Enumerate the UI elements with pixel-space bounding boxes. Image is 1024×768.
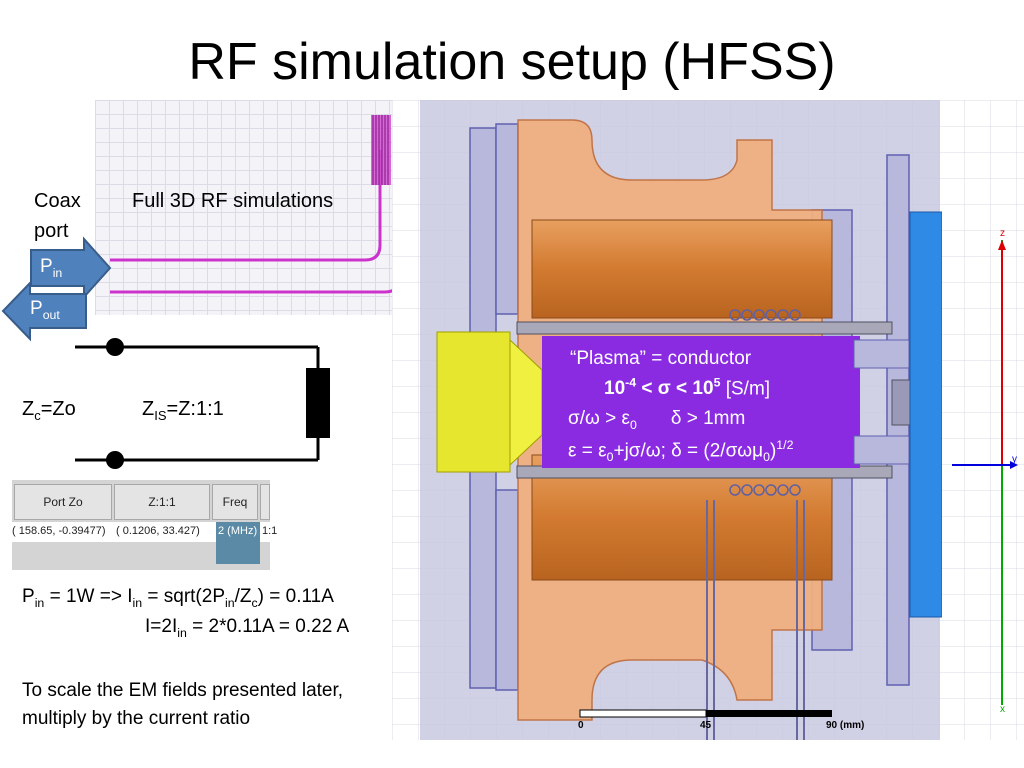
axis-y-label: y xyxy=(1012,454,1017,465)
eq1-p-sub: in xyxy=(34,595,45,610)
table-row: ( 158.65, -0.39477) ( 0.1206, 33.427) 2 … xyxy=(12,522,277,542)
circuit-schematic xyxy=(75,338,330,469)
plasma-line1: “Plasma” = conductor xyxy=(570,348,752,369)
table-selected-cell xyxy=(216,542,260,564)
plasma-line2-exp2: 5 xyxy=(713,376,721,390)
plasma-line4-a: ε = ε xyxy=(568,440,607,462)
eq1-d: ) = 0.11A xyxy=(257,586,334,607)
plasma-line2-a: 10 xyxy=(604,378,626,400)
p-in-base: P xyxy=(40,256,53,277)
table-cell-extra: 1:1 xyxy=(262,525,278,537)
eq1-a: = 1W => I xyxy=(44,586,133,607)
coax-render xyxy=(95,100,420,315)
table-cell-port-zo: ( 158.65, -0.39477) xyxy=(12,525,106,537)
power-equation: Pin = 1W => Iin = sqrt(2Pin/Zc) = 0.11A xyxy=(22,584,334,616)
coax-label-line1: Coax xyxy=(34,190,81,212)
hfss-simulation-render: “Plasma” = conductor 10-4 < σ < 105 [S/m… xyxy=(392,100,1024,740)
coax-label-line2: port xyxy=(34,220,69,242)
plasma-line3: σ/ω > ε0 δ > 1mm xyxy=(568,408,745,432)
scale-tick-90: 90 (mm) xyxy=(826,720,865,731)
plasma-region xyxy=(542,336,860,468)
plasma-line4-b: +jσ/ω; δ = (2/σωμ xyxy=(613,440,764,462)
resistor-label-base: Z xyxy=(283,392,300,402)
plasma-line2-b: < σ < 10 xyxy=(636,378,714,400)
eq2-sub: in xyxy=(177,625,187,640)
parameter-table: Port Zo Z:1:1 Freq ( 158.65, -0.39477) (… xyxy=(12,480,277,570)
table-cell-freq[interactable]: 2 (MHz) xyxy=(216,522,260,542)
table-header-port-zo[interactable]: Port Zo xyxy=(14,484,112,520)
copper-upper-block xyxy=(531,219,833,319)
zis-base: Z xyxy=(142,398,155,420)
zis-label: ZIS=Z:1:1 xyxy=(142,394,224,431)
p-in-sub: in xyxy=(52,265,63,280)
resistor-label-sub: IS xyxy=(279,401,291,412)
zc-base: Z xyxy=(22,398,35,420)
blue-plate xyxy=(909,211,943,618)
p-out-label: Pout xyxy=(30,298,60,322)
scaling-note-line2: multiply by the current ratio xyxy=(22,708,251,729)
zis-value: =Z:1:1 xyxy=(166,398,224,420)
table-header-freq[interactable]: Freq xyxy=(212,484,258,520)
resistor-label: ZIS xyxy=(280,392,300,412)
plasma-line2-exp1: -4 xyxy=(625,376,637,390)
zc-sub: c xyxy=(34,408,41,423)
table-cell-z11: ( 0.1206, 33.427) xyxy=(116,525,200,537)
plasma-line4: ε = ε0+jσ/ω; δ = (2/σωμ0)1/2 xyxy=(568,438,793,464)
eq2-b: = 2*0.11A = 0.22 A xyxy=(186,616,350,637)
table-header-extra xyxy=(260,484,270,520)
eq1-zc-sub: c xyxy=(251,595,258,610)
eq1-p: P xyxy=(22,586,35,607)
zc-value: =Zo xyxy=(40,398,76,420)
eq1-c: /Z xyxy=(234,586,252,607)
simulation-geometry xyxy=(392,100,1024,740)
scale-tick-0: 0 xyxy=(578,720,584,731)
zis-sub: IS xyxy=(154,408,167,423)
axis-x-label: x xyxy=(1000,704,1005,715)
yellow-port xyxy=(436,331,511,473)
eq1-i-sub: in xyxy=(132,595,143,610)
eq1-b: = sqrt(2P xyxy=(142,586,225,607)
current-equation: I=2Iin = 2*0.11A = 0.22 A xyxy=(145,614,349,646)
p-out-arrow-icon xyxy=(1,280,87,342)
scaling-note-line1: To scale the EM fields presented later, xyxy=(22,680,344,701)
simulation-label: Full 3D RF simulations xyxy=(132,190,334,212)
plasma-line2-c: [S/m] xyxy=(720,378,771,400)
plasma-line4-c: ) xyxy=(769,440,777,462)
coil-icon xyxy=(371,115,391,185)
zc-label: Zc=Zo xyxy=(22,394,76,431)
resistor-icon xyxy=(306,368,330,438)
table-header-z11[interactable]: Z:1:1 xyxy=(114,484,210,520)
axis-triad xyxy=(952,240,1018,705)
plasma-line3-b: δ > 1mm xyxy=(670,408,746,429)
scale-tick-45: 45 xyxy=(700,720,712,731)
p-out-sub: out xyxy=(42,307,60,322)
p-in-arrow-icon xyxy=(30,236,112,300)
p-out-base: P xyxy=(30,298,43,319)
plasma-line3-sub: 0 xyxy=(629,417,637,432)
terminal-top-icon xyxy=(106,338,124,356)
scale-bar xyxy=(579,709,832,718)
upper-rod xyxy=(516,321,893,335)
terminal-bottom-icon xyxy=(106,451,124,469)
coil-turns xyxy=(729,309,801,496)
plasma-line4-sub1: 0 xyxy=(606,450,614,465)
plasma-line4-exp: 1/2 xyxy=(776,438,794,452)
plasma-line3-a: σ/ω > ε xyxy=(568,408,630,429)
eq1-p2-sub: in xyxy=(225,595,235,610)
slide-title: RF simulation setup (HFSS) xyxy=(188,33,836,91)
p-in-label: Pin xyxy=(40,256,62,280)
eq2-a: I=2I xyxy=(145,616,178,637)
plasma-line2: 10-4 < σ < 105 [S/m] xyxy=(604,376,770,400)
axis-z-label: z xyxy=(1000,228,1005,239)
plasma-line4-sub2: 0 xyxy=(763,450,770,465)
